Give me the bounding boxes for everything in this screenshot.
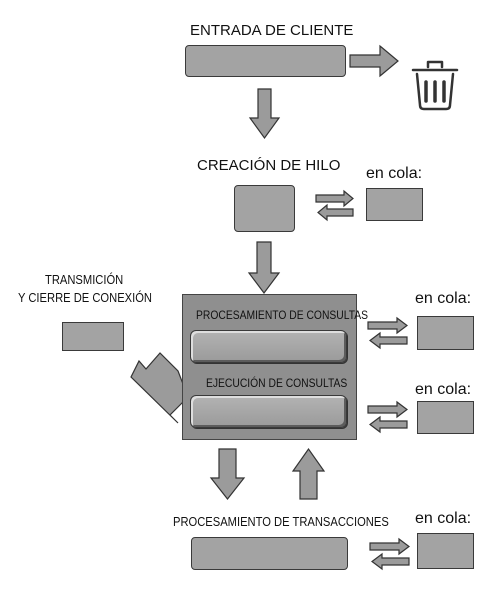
- queue-arrow-left-ejecucion: [369, 415, 408, 434]
- ejecucion-queue-label: en cola:: [415, 381, 472, 398]
- creacion-box: [234, 185, 295, 232]
- arrow-to-transmision: [130, 352, 189, 424]
- arrow-down-entrada-creacion: [248, 88, 281, 140]
- creacion-title: CREACIÓN DE HILO: [197, 157, 341, 174]
- queue-arrow-right-ejecucion: [367, 400, 408, 419]
- consultas-queue-box: [417, 316, 474, 350]
- transacciones-box: [191, 537, 348, 570]
- queue-arrow-right-creacion: [315, 189, 354, 208]
- queue-arrow-left-transacciones: [371, 552, 410, 571]
- creacion-queue-label: en cola:: [366, 165, 423, 182]
- creacion-queue-box: [366, 188, 423, 221]
- queue-arrow-left-creacion: [317, 203, 354, 222]
- procesamiento-consultas-title: PROCESAMIENTO DE CONSULTAS: [196, 308, 369, 322]
- transacciones-queue-label: en cola:: [415, 510, 472, 527]
- arrow-down-creacion-container: [247, 241, 281, 294]
- arrow-up-from-transacciones: [291, 447, 326, 500]
- trash-can-icon: [411, 60, 459, 111]
- entrada-box: [185, 45, 346, 77]
- consultas-queue-label: en cola:: [415, 290, 472, 307]
- ejecucion-consultas-title: EJECUCIÓN DE CONSULTAS: [206, 376, 348, 390]
- arrow-down-to-transacciones: [209, 448, 246, 500]
- arrow-to-trash: [349, 44, 399, 78]
- procesamiento-consultas-box: [190, 330, 347, 363]
- transacciones-title: PROCESAMIENTO DE TRANSACCIONES: [173, 514, 389, 529]
- queue-arrow-right-transacciones: [369, 537, 410, 556]
- transmision-title-line1: TRANSMICIÓN: [45, 272, 124, 287]
- queue-arrow-left-consultas: [369, 331, 408, 350]
- transmision-title-line2: Y CIERRE DE CONEXIÓN: [18, 290, 152, 305]
- ejecucion-consultas-box: [190, 395, 347, 428]
- entrada-title: ENTRADA DE CLIENTE: [190, 22, 354, 39]
- transacciones-queue-box: [417, 533, 474, 569]
- transmision-box: [62, 322, 124, 351]
- ejecucion-queue-box: [417, 401, 474, 434]
- queue-arrow-right-consultas: [367, 316, 408, 335]
